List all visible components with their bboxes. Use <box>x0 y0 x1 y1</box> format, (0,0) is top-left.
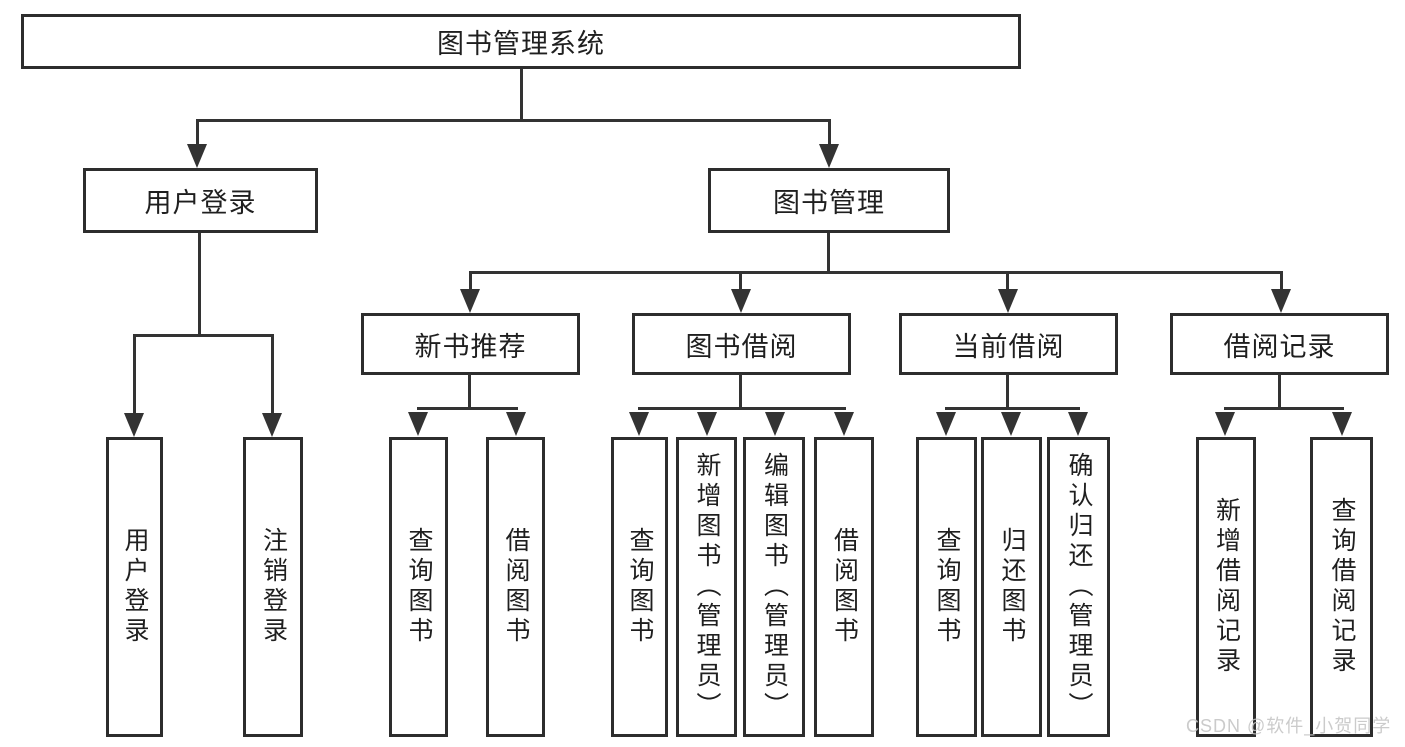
node-borrow-record-label: 借阅记录 <box>1223 331 1336 362</box>
arrowhead-login-leaf <box>124 413 144 437</box>
connector-g1-shaft <box>468 374 471 410</box>
node-borrow-record: 借阅记录 <box>1170 313 1389 375</box>
leaf-borrow-book-recommend: 借阅图书 <box>486 437 545 737</box>
connector-drop-current-borrow <box>1006 271 1009 293</box>
leaf-return-book-label: 归还图书 <box>998 527 1026 647</box>
connector-root-shaft <box>520 69 523 122</box>
connector-g3-rail <box>945 407 1080 410</box>
connector-g2-rail <box>638 407 846 410</box>
leaf-confirm-return-admin: 确认归还（管理员） <box>1047 437 1110 737</box>
node-new-book-recommend: 新书推荐 <box>361 313 580 375</box>
connector-drop-new-book <box>469 271 472 293</box>
arrowhead-g3-leaf3 <box>1068 412 1088 436</box>
arrowhead-g2-leaf3 <box>765 412 785 436</box>
connector-level3-rail <box>469 271 1283 274</box>
leaf-add-borrow-record: 新增借阅记录 <box>1196 437 1256 737</box>
node-root-label: 图书管理系统 <box>437 29 605 59</box>
arrowhead-g3-leaf1 <box>936 412 956 436</box>
connector-drop-borrow-record <box>1280 271 1283 293</box>
connector-user-login-rail <box>133 334 274 337</box>
connector-g2-shaft <box>739 374 742 410</box>
node-book-borrow-label: 图书借阅 <box>685 331 798 362</box>
node-book-mgmt: 图书管理 <box>708 168 950 233</box>
leaf-query-book-current-label: 查询图书 <box>933 527 961 647</box>
arrowhead-borrow-record <box>1271 289 1291 313</box>
leaf-query-book-current: 查询图书 <box>916 437 977 737</box>
arrowhead-g2-leaf1 <box>629 412 649 436</box>
node-book-mgmt-label: 图书管理 <box>773 188 885 218</box>
connector-drop-login-leaf <box>133 334 136 416</box>
leaf-logout-label: 注销登录 <box>259 527 288 647</box>
leaf-logout: 注销登录 <box>243 437 303 737</box>
leaf-query-book-borrow: 查询图书 <box>611 437 668 737</box>
leaf-return-book: 归还图书 <box>981 437 1042 737</box>
leaf-query-borrow-record: 查询借阅记录 <box>1310 437 1373 737</box>
connector-user-login-shaft <box>198 233 201 337</box>
leaf-borrow-book-recommend-label: 借阅图书 <box>502 527 530 647</box>
leaf-add-borrow-record-label: 新增借阅记录 <box>1212 497 1241 677</box>
arrowhead-book-mgmt <box>819 144 839 168</box>
leaf-query-book-recommend: 查询图书 <box>389 437 448 737</box>
connector-g3-shaft <box>1006 374 1009 410</box>
connector-level2-rail <box>196 119 831 122</box>
arrowhead-g1-leaf2 <box>506 412 526 436</box>
leaf-borrow-book-label: 借阅图书 <box>830 527 859 647</box>
leaf-borrow-book: 借阅图书 <box>814 437 874 737</box>
arrowhead-g3-leaf2 <box>1001 412 1021 436</box>
connector-drop-book-borrow <box>739 271 742 293</box>
connector-drop-book-mgmt <box>828 119 831 149</box>
leaf-query-borrow-record-label: 查询借阅记录 <box>1328 497 1356 677</box>
arrowhead-new-book <box>460 289 480 313</box>
connector-book-mgmt-shaft <box>827 233 830 274</box>
arrowhead-g1-leaf1 <box>408 412 428 436</box>
node-user-login: 用户登录 <box>83 168 318 233</box>
node-current-borrow-label: 当前借阅 <box>952 331 1065 362</box>
leaf-add-book-admin: 新增图书（管理员） <box>676 437 737 737</box>
node-current-borrow: 当前借阅 <box>899 313 1118 375</box>
csdn-watermark: CSDN @软件_小贺同学 <box>1186 716 1392 736</box>
leaf-user-login: 用户登录 <box>106 437 163 737</box>
leaf-user-login-label: 用户登录 <box>121 527 149 647</box>
connector-drop-logout-leaf <box>271 334 274 416</box>
connector-g4-rail <box>1224 407 1344 410</box>
arrowhead-book-borrow <box>731 289 751 313</box>
leaf-edit-book-admin: 编辑图书（管理员） <box>743 437 805 737</box>
arrowhead-g4-leaf2 <box>1332 412 1352 436</box>
leaf-query-book-recommend-label: 查询图书 <box>405 527 433 647</box>
arrowhead-logout-leaf <box>262 413 282 437</box>
leaf-add-book-admin-label: 新增图书（管理员） <box>693 452 721 722</box>
arrowhead-g4-leaf1 <box>1215 412 1235 436</box>
node-user-login-label: 用户登录 <box>144 188 257 218</box>
leaf-confirm-return-admin-label: 确认归还（管理员） <box>1065 452 1093 722</box>
arrowhead-g2-leaf4 <box>834 412 854 436</box>
arrowhead-current-borrow <box>998 289 1018 313</box>
node-root: 图书管理系统 <box>21 14 1021 69</box>
leaf-edit-book-admin-label: 编辑图书（管理员） <box>760 452 789 722</box>
arrowhead-user-login <box>187 144 207 168</box>
arrowhead-g2-leaf2 <box>697 412 717 436</box>
node-new-book-recommend-label: 新书推荐 <box>414 331 527 362</box>
connector-g4-shaft <box>1278 374 1281 410</box>
node-book-borrow: 图书借阅 <box>632 313 851 375</box>
connector-g1-rail <box>417 407 518 410</box>
connector-drop-user-login <box>196 119 199 149</box>
leaf-query-book-borrow-label: 查询图书 <box>626 527 654 647</box>
